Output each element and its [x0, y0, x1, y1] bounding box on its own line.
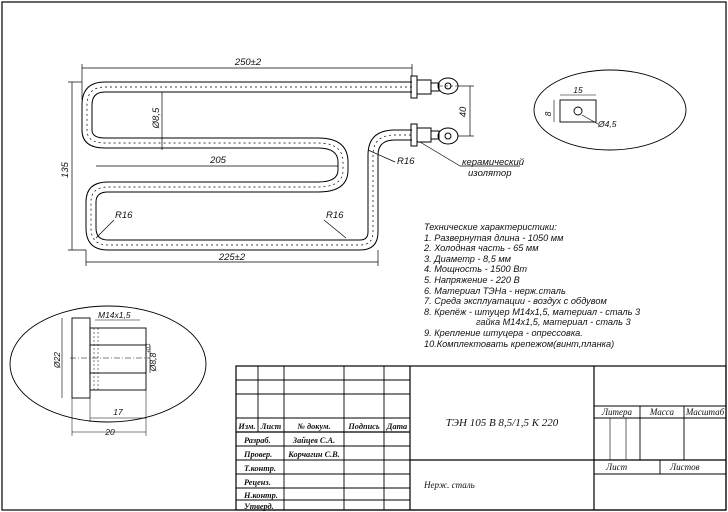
col-list: Лист [260, 422, 282, 431]
technical-specs: Технические характеристики: 1. Развернут… [424, 222, 724, 349]
row-utverd: Утверд. [244, 502, 274, 511]
spec-item-6: 6. Материал ТЭНа - нерж.сталь [424, 285, 566, 296]
fitting-len-a: 17 [113, 407, 123, 417]
label-massa: Масса [649, 407, 675, 417]
label-list: Лист [605, 462, 628, 472]
row-prover: Провер. [243, 450, 272, 459]
spec-item-8b: гайка М14х1,5, материал - сталь 3 [476, 317, 631, 328]
plate-height: 8 [543, 111, 553, 116]
spec-item-1: 1. Развернутая длина - 1050 мм [424, 232, 564, 243]
label-litera: Литера [601, 407, 633, 417]
specs-title: Технические характеристики: [424, 222, 557, 232]
dimension-lines [68, 64, 520, 266]
spec-item-9: 9. Крепление штуцера - опрессовка. [424, 327, 583, 338]
spec-item-7: 7. Среда эксплуатации - воздух с обдувом [424, 296, 607, 307]
fitting-outer-dia: Ø22 [52, 352, 62, 369]
row-recenz: Реценз. [244, 478, 271, 487]
dim-radius-right: R16 [326, 210, 344, 221]
spec-item-5: 5. Напряжение - 220 В [424, 274, 520, 285]
dim-radius-left: R16 [115, 210, 133, 221]
dim-terminal-offset: 40 [458, 106, 469, 117]
spec-item-3: 3. Диаметр - 8,5 мм [424, 253, 511, 264]
fitting-len-b: 20 [104, 427, 115, 437]
doc-material: Нерж. сталь [423, 480, 475, 490]
plate-hole: Ø4,5 [597, 119, 617, 129]
dim-lower-length: 225±2 [218, 252, 246, 263]
fitting-inner-dia: Ø8,8 [148, 353, 158, 373]
fitting-thread: M14x1,5 [98, 310, 131, 320]
spec-item-10: 10.Комплектовать крепежом(винт,планка) [424, 338, 615, 349]
dim-diameter: Ø8,5 [151, 107, 162, 129]
prover-name: Корчагин С.В. [287, 450, 340, 459]
dim-height: 135 [60, 161, 71, 178]
title-block-grid [235, 365, 727, 511]
label-listov: Листов [669, 462, 700, 472]
terminal-top [410, 75, 459, 99]
spec-item-8: 8. Крепёж - штуцер М14х1,5, материал - с… [424, 306, 641, 317]
fitting-inner-tol: +0,1 [146, 343, 152, 353]
terminal-bottom [410, 123, 459, 147]
row-tkontr: Т.контр. [244, 464, 276, 473]
razrab-name: Зайцев С.А. [292, 436, 335, 445]
col-sign: Подпись [347, 422, 380, 431]
dim-inner-length: 205 [209, 155, 227, 166]
fitting-detail [9, 305, 207, 436]
dim-radius-top: R16 [397, 156, 415, 167]
row-nkontr: Н.контр. [243, 491, 278, 500]
doc-designation: ТЭН 105 В 8,5/1,5 К 220 [446, 417, 559, 429]
col-date: Дата [386, 422, 407, 431]
dim-total-length: 250±2 [234, 57, 262, 68]
col-doc: № докум. [296, 422, 330, 431]
row-razrab: Разраб. [244, 436, 271, 445]
plate-detail [533, 69, 687, 151]
insulator-label-2: изолятор [468, 168, 511, 179]
col-izm: Изм. [237, 422, 255, 431]
plate-width: 15 [573, 85, 583, 95]
insulator-label-1: керамический [462, 157, 525, 168]
label-masshtab: Масштаб [685, 407, 725, 417]
spec-item-2: 2. Холодная часть - 65 мм [424, 243, 539, 254]
heating-element [81, 81, 412, 251]
spec-item-4: 4. Мощность - 1500 Вт [424, 264, 527, 275]
